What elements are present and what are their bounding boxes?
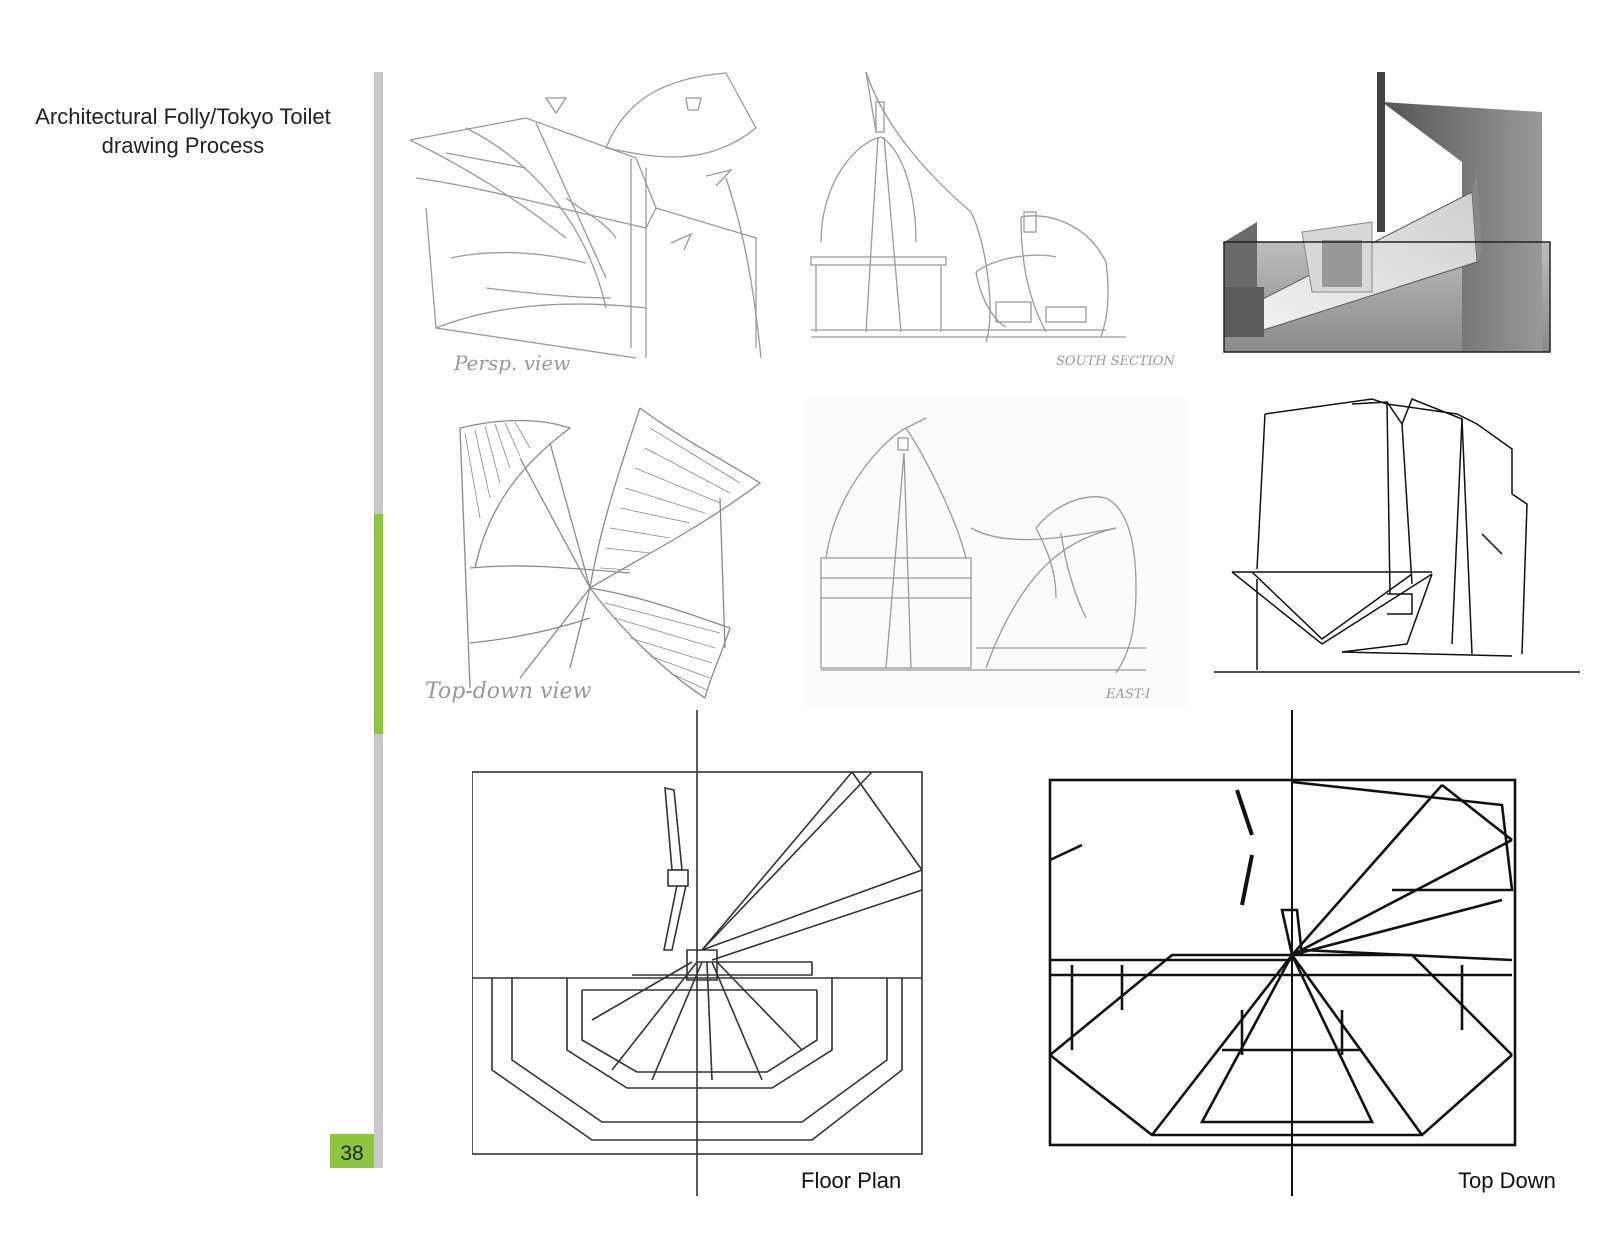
perspective-sketch: Persp. view: [406, 58, 776, 376]
handwriting-label: EAST-I: [1105, 687, 1151, 702]
handwriting-label: Top-down view: [425, 679, 592, 704]
side-rule-accent: [374, 514, 383, 734]
top-down-sketch: Top-down view: [420, 398, 780, 708]
east-elevation-sketch: EAST-I: [806, 398, 1186, 708]
handwriting-label: SOUTH SECTION: [1056, 354, 1175, 369]
top-down-drawing: [1042, 710, 1542, 1196]
caption-top-down: Top Down: [1458, 1168, 1556, 1193]
line-elevation-drawing: [1212, 394, 1582, 686]
handwriting-label: Persp. view: [453, 351, 570, 375]
floor-plan-drawing: [472, 710, 932, 1196]
shaded-perspective-render: [1222, 72, 1552, 362]
page-title: Architectural Folly/Tokyo Toilet drawing…: [8, 102, 358, 160]
page-title-line2: drawing Process: [101, 133, 265, 158]
page-number: 38: [330, 1134, 374, 1168]
page-title-line1: Architectural Folly/Tokyo Toilet: [35, 104, 331, 129]
south-section-sketch: SOUTH SECTION: [806, 62, 1186, 372]
caption-floor-plan: Floor Plan: [801, 1168, 902, 1193]
